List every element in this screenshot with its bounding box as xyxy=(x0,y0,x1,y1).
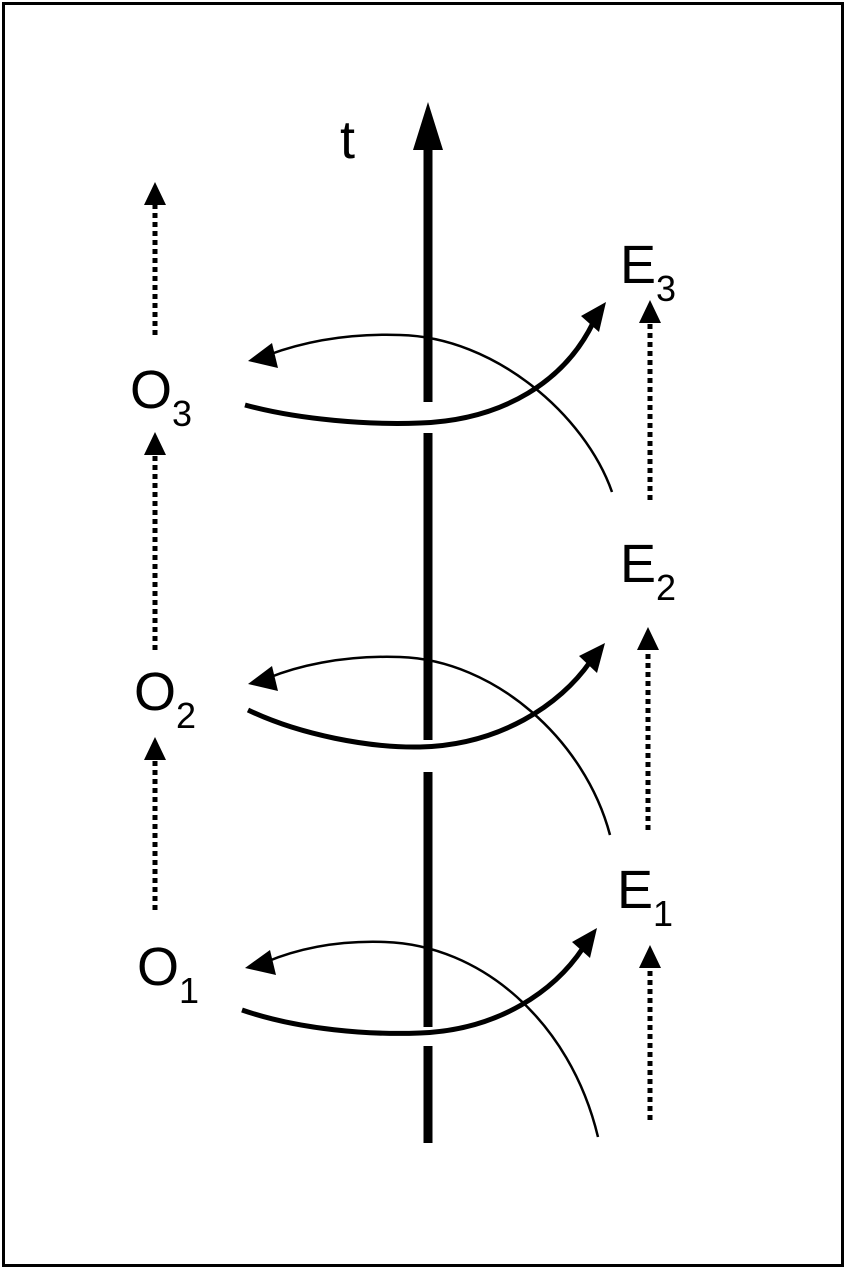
observer-labels: O1 O2 O3 xyxy=(130,360,199,1011)
node-label-o2: O2 xyxy=(134,662,196,736)
node-label-e1: E1 xyxy=(617,860,673,934)
arc-e1-to-o2 xyxy=(267,655,612,836)
back-arc-arrowheads xyxy=(245,343,278,975)
environment-dotted-arrows xyxy=(645,323,653,1120)
arc-e2-to-o3 xyxy=(267,333,614,493)
arrowhead-o2 xyxy=(248,666,278,691)
node-label-e2: E2 xyxy=(620,534,676,608)
observer-dotted-arrowheads xyxy=(144,182,166,760)
dotted-arrowhead xyxy=(639,945,661,968)
dotted-arrowhead xyxy=(639,300,661,323)
arc-o1-to-e1 xyxy=(241,946,586,1036)
arrowhead-o1 xyxy=(245,950,276,975)
node-label-o3: O3 xyxy=(130,360,192,434)
time-axis-arrowhead xyxy=(413,102,443,150)
node-label-o1: O1 xyxy=(137,937,199,1011)
back-arcs xyxy=(265,333,614,1138)
node-label-e3: E3 xyxy=(620,235,676,309)
arc-o2-to-e2 xyxy=(246,660,593,750)
arrowhead-e1 xyxy=(572,928,597,958)
front-arcs xyxy=(241,321,596,1036)
dotted-arrowhead xyxy=(637,627,659,650)
front-arc-arrowheads xyxy=(572,302,606,958)
dotted-arrowhead xyxy=(144,432,166,455)
dotted-arrowhead xyxy=(144,737,166,760)
arrowhead-o3 xyxy=(248,343,278,368)
arrowhead-e2 xyxy=(579,643,605,673)
environment-dotted-arrowheads xyxy=(637,300,661,968)
time-axis-label: t xyxy=(340,110,355,170)
arc-o3-to-e3 xyxy=(244,321,596,426)
arrowhead-e3 xyxy=(581,302,606,332)
arc-e0-to-o1 xyxy=(265,940,600,1138)
dotted-arrowhead xyxy=(144,182,166,205)
environment-labels: E1 E2 E3 xyxy=(617,235,676,934)
